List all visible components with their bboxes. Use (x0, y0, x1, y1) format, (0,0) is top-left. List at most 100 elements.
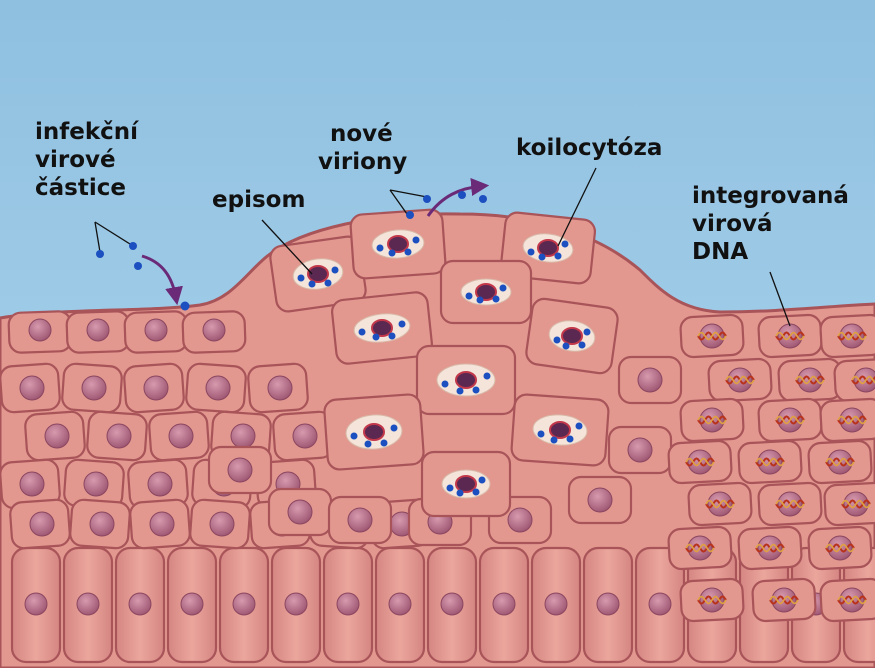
episome-nucleus (562, 328, 582, 344)
virion (405, 249, 412, 256)
basal-cell-nucleus (597, 593, 619, 615)
virion (466, 293, 473, 300)
label-integrated-viral-dna: integrovaná virová DNA (692, 182, 849, 266)
cell-nucleus (508, 508, 532, 532)
virion (473, 489, 480, 496)
cell-nucleus (20, 472, 44, 496)
cell-nucleus (203, 319, 225, 341)
cell-nucleus (288, 500, 312, 524)
virion (579, 342, 586, 349)
virion (528, 249, 535, 256)
virion (413, 237, 420, 244)
basal-cell-nucleus (25, 593, 47, 615)
cell-nucleus (148, 472, 172, 496)
cell-nucleus (30, 512, 54, 536)
virion (458, 191, 466, 199)
virion (479, 477, 486, 484)
basal-cell-nucleus (77, 593, 99, 615)
virion (181, 302, 190, 311)
label-line: virové (35, 146, 138, 174)
label-line: částice (35, 174, 138, 202)
episome-nucleus (388, 236, 408, 252)
virion (309, 281, 316, 288)
cell-nucleus (145, 319, 167, 341)
virion (134, 262, 142, 270)
cell-nucleus (348, 508, 372, 532)
virion (399, 321, 406, 328)
label-line: nové (318, 120, 407, 148)
label-line: virová (692, 210, 849, 238)
cell-nucleus (20, 376, 44, 400)
label-line: infekční (35, 118, 138, 146)
virion (129, 242, 137, 250)
virion (423, 195, 431, 203)
virion (538, 431, 545, 438)
label-new-virions: nové viriony (318, 120, 407, 176)
basal-cell-nucleus (649, 593, 671, 615)
virion (477, 297, 484, 304)
virion (389, 250, 396, 257)
basal-cell-nucleus (545, 593, 567, 615)
cell-nucleus (144, 376, 168, 400)
label-line: viriony (318, 148, 407, 176)
cell-nucleus (628, 438, 652, 462)
cell-nucleus (231, 424, 255, 448)
virion (457, 490, 464, 497)
basal-cell-nucleus (233, 593, 255, 615)
cell-nucleus (210, 512, 234, 536)
virion (563, 343, 570, 350)
virion (567, 436, 574, 443)
episome-nucleus (456, 476, 476, 492)
cell-nucleus (107, 424, 131, 448)
label-line: DNA (692, 238, 849, 266)
virion (373, 334, 380, 341)
basal-cell-nucleus (337, 593, 359, 615)
virion (298, 275, 305, 282)
cell-nucleus (169, 424, 193, 448)
virion (562, 241, 569, 248)
label-koilocytosis: koilocytóza (516, 134, 662, 162)
label-line: episom (212, 186, 305, 214)
virion (391, 425, 398, 432)
cell-nucleus (293, 424, 317, 448)
basal-cell-nucleus (389, 593, 411, 615)
virion (457, 388, 464, 395)
virion (351, 433, 358, 440)
cell-nucleus (45, 424, 69, 448)
label-episome: episom (212, 186, 305, 214)
episome-nucleus (538, 240, 558, 256)
virion (381, 440, 388, 447)
label-infectious-particles: infekční virové částice (35, 118, 138, 202)
virion (555, 253, 562, 260)
virion (406, 211, 414, 219)
episome-nucleus (456, 372, 476, 388)
virion (442, 381, 449, 388)
episome-nucleus (550, 422, 570, 438)
cell-nucleus (82, 376, 106, 400)
cell-nucleus (268, 376, 292, 400)
cell-nucleus (87, 319, 109, 341)
cell-nucleus (638, 368, 662, 392)
basal-cell-nucleus (129, 593, 151, 615)
label-line: koilocytóza (516, 134, 662, 162)
virion (493, 296, 500, 303)
virion (359, 329, 366, 336)
virion (500, 285, 507, 292)
virion (479, 195, 487, 203)
virion (389, 333, 396, 340)
virion (96, 250, 104, 258)
episome-nucleus (364, 424, 384, 440)
cell-nucleus (206, 376, 230, 400)
basal-cell-nucleus (181, 593, 203, 615)
virion (584, 329, 591, 336)
basal-cell-nucleus (493, 593, 515, 615)
virion (332, 267, 339, 274)
basal-cell-nucleus (285, 593, 307, 615)
cell-nucleus (84, 472, 108, 496)
cell-nucleus (29, 319, 51, 341)
virion (484, 373, 491, 380)
cell-nucleus (588, 488, 612, 512)
episome-nucleus (308, 266, 328, 282)
